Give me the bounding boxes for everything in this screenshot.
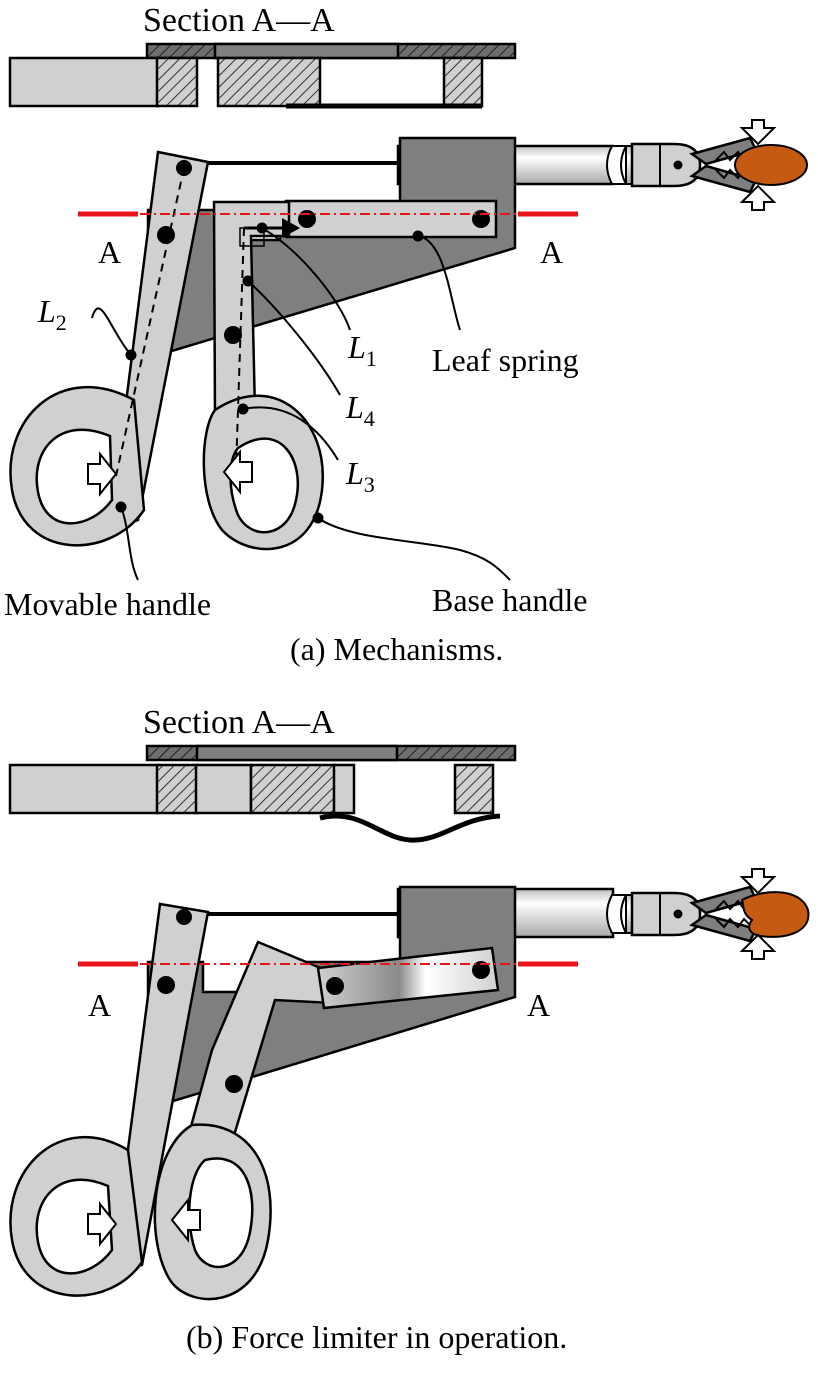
panel-b: Section A—A [8, 704, 810, 1355]
dimension-leaders-a [91, 222, 511, 581]
cut-label-left: A [98, 234, 121, 270]
section-title: Section A—A [143, 704, 335, 741]
base-handle-force-arrow-icon [222, 449, 253, 495]
movable-handle-force-arrow-icon [87, 451, 118, 497]
caption-a: (a) Mechanisms. [290, 631, 503, 667]
label-l2: L2 [37, 293, 67, 335]
base-handle-ring [153, 1123, 272, 1301]
movable-handle-ring [9, 386, 146, 547]
leaf-spring-label: Leaf spring [432, 342, 579, 378]
tissue-icon [740, 891, 810, 938]
jaw-tip-b [630, 868, 810, 960]
panel-a: Section A—A [4, 2, 808, 667]
leaf-spring-a [284, 199, 498, 239]
force-arrow-up-icon [739, 933, 777, 960]
movable-handle-ring [9, 1136, 144, 1297]
label-l1: L1 [347, 329, 377, 371]
base-handle-a [202, 200, 325, 551]
force-arrow-down-icon [739, 868, 777, 895]
section-view-b: Section A—A [8, 704, 517, 843]
movable-handle-a [9, 150, 210, 547]
base-handle-force-arrow-icon [170, 1197, 201, 1243]
movable-handle-b [9, 902, 210, 1297]
base-handle-ring [202, 394, 325, 551]
annotation-labels-a: L2 L1 L4 L3 Leaf spring Movable handle B… [4, 293, 588, 622]
section-line-a: A A [78, 211, 578, 270]
movable-handle-force-arrow-icon [87, 1201, 118, 1247]
label-l4: L4 [345, 389, 375, 431]
caption-b: (b) Force limiter in operation. [186, 1319, 567, 1355]
movable-handle-label: Movable handle [4, 586, 211, 622]
label-l3: L3 [345, 455, 375, 497]
force-arrow-up-icon [739, 184, 777, 211]
base-handle-b [153, 940, 355, 1301]
cut-label-right: A [527, 987, 550, 1023]
cut-label-left: A [88, 987, 111, 1023]
force-arrow-down-icon [739, 119, 777, 146]
base-handle-label: Base handle [432, 582, 588, 618]
section-view-a: Section A—A [8, 2, 517, 109]
tissue-icon [734, 144, 808, 186]
section-title: Section A—A [143, 2, 335, 39]
cut-label-right: A [540, 234, 563, 270]
section-line-b: A A [78, 961, 578, 1023]
jaw-tip-a [630, 119, 808, 211]
